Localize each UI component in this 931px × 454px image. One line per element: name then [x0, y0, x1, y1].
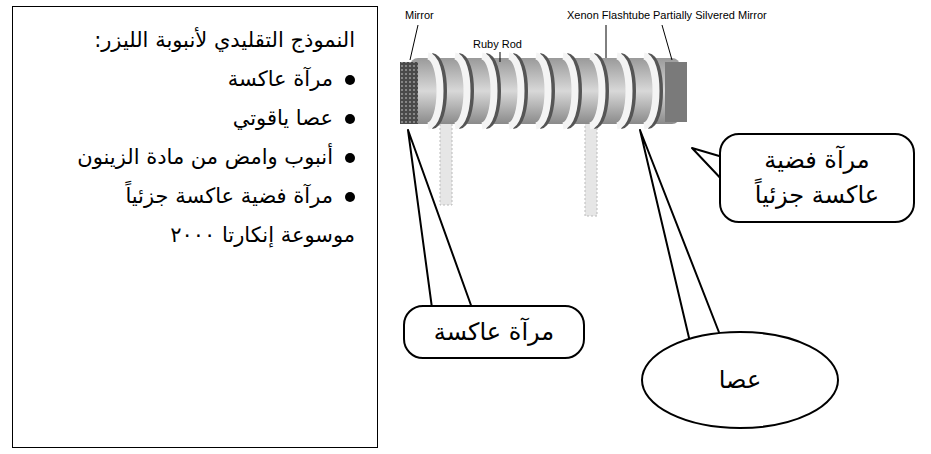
callout-text: مرآة عاكسة	[434, 318, 554, 346]
text-row: عصا	[719, 366, 761, 394]
item-text: أنبوب وامض من مادة الزينون	[77, 145, 333, 169]
callout-text: مرآة فضية عاكسة جزئياً	[755, 146, 879, 209]
callout-text: عصا	[719, 366, 761, 394]
callout-box: مرآة عاكسة	[403, 305, 585, 360]
leader-line	[662, 25, 672, 60]
list-item: مرآة فضية عاكسة جزئياً	[27, 177, 355, 216]
coil-winding	[644, 56, 656, 126]
bullet-dot	[345, 114, 355, 124]
item-text: عصا ياقوتي	[233, 106, 333, 130]
coil-winding	[536, 56, 548, 126]
info-panel: النموذج التقليدي لأنبوبة الليزر: مرآة عاك…	[12, 6, 378, 448]
panel-title: النموذج التقليدي لأنبوبة الليزر:	[94, 28, 355, 52]
coil-winding	[590, 56, 602, 126]
text-row: موسوعة إنكارتا ٢٠٠٠	[27, 216, 355, 255]
list-item: أنبوب وامض من مادة الزينون	[27, 138, 355, 177]
part-label: Mirror	[404, 9, 435, 21]
mirror	[400, 62, 418, 124]
callout-tail	[640, 130, 722, 342]
text-row: مرآة فضية عاكسة جزئياً	[733, 143, 901, 213]
callout-ellipse: عصا	[640, 330, 840, 430]
callout-tail	[408, 130, 472, 308]
ellipse-shape	[642, 332, 838, 428]
coil-winding	[563, 56, 575, 126]
xenon-flashtube-coil	[428, 56, 660, 126]
bullet-dot	[345, 75, 355, 85]
coil-winding	[509, 56, 521, 126]
part-label: Xenon Flashtube	[566, 9, 651, 21]
text-row: مرآة عاكسة	[417, 315, 571, 350]
coil-winding	[482, 56, 494, 126]
coil-winding	[455, 56, 467, 126]
bullet-dot	[345, 153, 355, 163]
item-text: مرآة فضية عاكسة جزئياً	[125, 184, 333, 208]
coil-winding	[428, 56, 440, 126]
list-item: مرآة عاكسة	[27, 60, 355, 99]
list-item: عصا ياقوتي	[27, 99, 355, 138]
coil-winding	[617, 56, 629, 126]
part-label: Ruby Rod	[472, 38, 523, 50]
support-leg	[440, 120, 452, 205]
support-leg	[585, 120, 597, 216]
bullet-dot	[345, 192, 355, 202]
source-note: موسوعة إنكارتا ٢٠٠٠	[170, 223, 355, 247]
item-text: مرآة عاكسة	[228, 67, 333, 91]
leader-line	[500, 52, 501, 62]
part-label: Partially Silvered Mirror	[652, 9, 768, 21]
leader-line	[606, 25, 607, 58]
partially-silvered-mirror	[665, 62, 687, 122]
callout-box: مرآة فضية عاكسة جزئياً	[719, 133, 915, 223]
text-row: النموذج التقليدي لأنبوبة الليزر:	[27, 21, 355, 60]
leader-line	[410, 25, 418, 60]
